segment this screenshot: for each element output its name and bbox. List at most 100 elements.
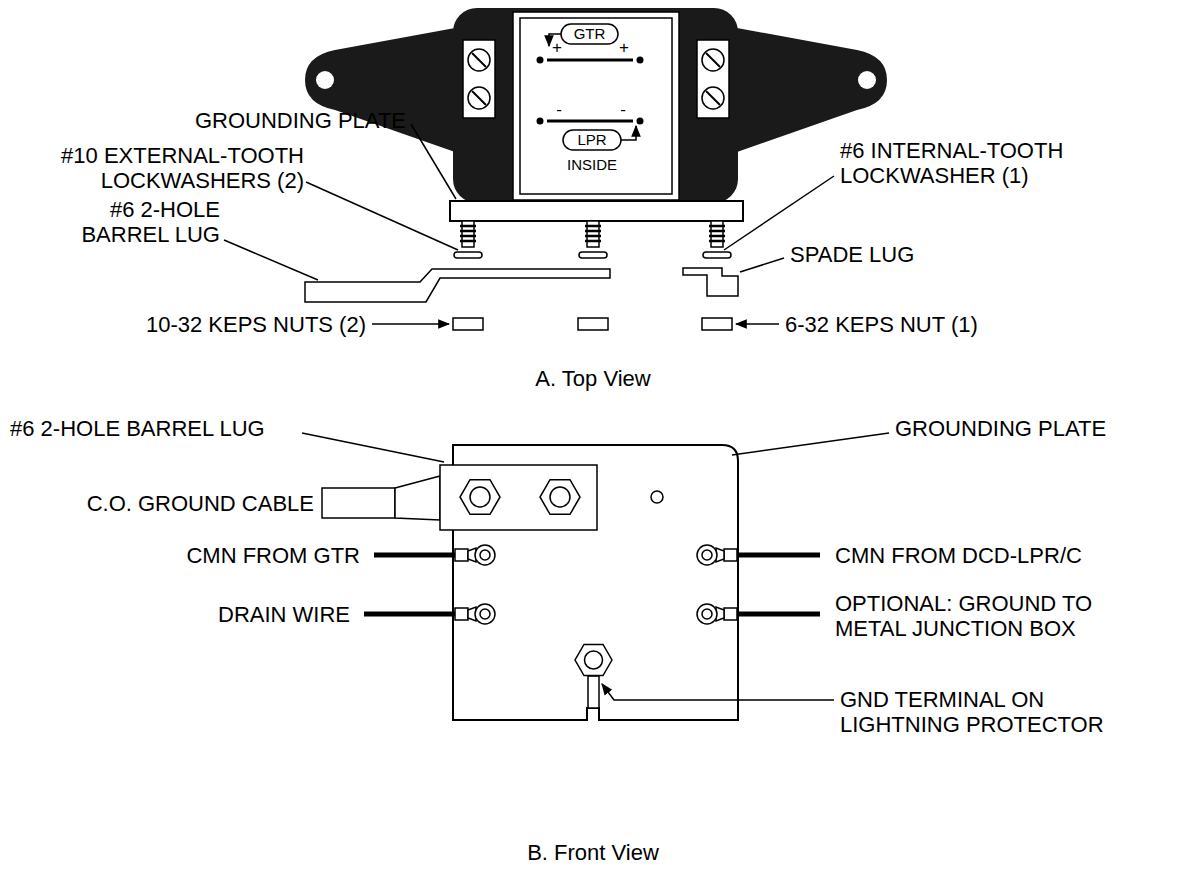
terminal-ring	[475, 545, 495, 565]
plate-hole	[651, 491, 663, 503]
leader-line	[740, 258, 784, 272]
leader-line	[411, 124, 456, 199]
grounding-plate	[450, 201, 743, 221]
gnd-stud	[588, 676, 599, 708]
keps-nut	[578, 318, 608, 330]
screw-head	[702, 49, 724, 71]
screw-block	[697, 40, 729, 118]
negative-bar	[547, 120, 633, 123]
part-label: DRAIN WIRE	[218, 602, 350, 627]
mounting-ear	[305, 28, 455, 152]
terminal-barrel	[724, 549, 737, 561]
wire	[374, 553, 456, 558]
hex-nut	[460, 480, 500, 515]
lug-barrel	[395, 476, 440, 520]
ring-terminals	[455, 545, 737, 624]
part-label: CMN FROM DCD-LPR/C	[835, 543, 1082, 568]
barrel-lug	[305, 269, 610, 302]
polarity-sign: -	[620, 100, 626, 120]
polarity-sign: +	[619, 38, 629, 58]
lockwasher	[703, 252, 731, 258]
panel-text: INSIDE	[567, 156, 617, 174]
polarity-sign: -	[556, 100, 562, 120]
tag-text: LPR	[577, 131, 606, 149]
leader-line	[302, 433, 444, 462]
view-caption: A. Top View	[535, 366, 650, 391]
terminal-screw	[702, 550, 712, 560]
lpr-arrow	[621, 126, 636, 140]
leader-arrow	[602, 684, 834, 700]
terminal-screw	[702, 609, 712, 619]
part-label: GND TERMINAL ON LIGHTNING PROTECTOR	[840, 687, 1160, 737]
studs	[460, 221, 725, 247]
terminal-ring	[475, 604, 495, 624]
gtr-tag	[561, 24, 618, 44]
terminal-neck	[468, 548, 724, 621]
spade-lug	[683, 268, 738, 296]
screw-slot	[706, 91, 720, 105]
label-panel-border	[520, 18, 672, 194]
label-panel	[513, 12, 679, 200]
terminal-dot	[537, 118, 544, 125]
terminal-barrel	[455, 549, 468, 561]
terminal-barrel	[724, 608, 737, 620]
terminal-dot	[537, 57, 544, 64]
ground-cable	[322, 488, 395, 518]
part-label: OPTIONAL: GROUND TO METAL JUNCTION BOX	[835, 591, 1155, 641]
stud-thread	[460, 226, 725, 241]
part-label: 10-32 KEPS NUTS (2)	[146, 312, 366, 337]
terminal-screw	[480, 609, 490, 619]
screw-block	[463, 40, 495, 118]
screw-head	[702, 87, 724, 109]
mounting-hole	[858, 71, 876, 89]
hex-nuts	[460, 480, 663, 708]
keps-nut	[702, 318, 732, 330]
screw-slot	[472, 53, 486, 67]
lpr-tag	[563, 130, 621, 150]
terminal-barrel	[455, 608, 468, 620]
leader-line	[306, 182, 458, 250]
terminal-dot	[637, 118, 644, 125]
part-label: #6 INTERNAL-TOOTH LOCKWASHER (1)	[840, 138, 1160, 188]
leader-line	[224, 240, 318, 280]
screw-head	[468, 87, 490, 109]
lockwasher	[454, 252, 482, 258]
leader-arrow	[372, 323, 449, 325]
part-label: SPADE LUG	[790, 242, 914, 267]
part-label: #6 2-HOLE BARREL LUG	[55, 197, 220, 247]
wires	[364, 555, 820, 614]
leader-line	[732, 433, 889, 455]
leader-line	[724, 176, 834, 250]
nut-bore	[470, 487, 490, 507]
top-leaders	[224, 124, 834, 324]
mounting-ear	[737, 28, 887, 152]
hex-nut	[575, 644, 612, 675]
wire	[364, 612, 456, 617]
protector-housing	[305, 8, 887, 203]
leader-arrow	[736, 323, 779, 325]
front-leaders	[302, 433, 889, 700]
mounting-hole	[316, 71, 334, 89]
tag-text: GTR	[574, 25, 606, 43]
hex-nut	[540, 480, 580, 515]
positive-bar	[547, 59, 633, 62]
lockwashers	[454, 252, 731, 258]
screw-slot	[706, 53, 720, 67]
wire	[736, 553, 820, 558]
lockwasher	[579, 252, 607, 258]
screw-head	[468, 49, 490, 71]
housing-body	[453, 8, 738, 203]
part-label: GROUNDING PLATE	[195, 108, 406, 133]
part-label: CMN FROM GTR	[186, 543, 360, 568]
terminal-ring	[697, 604, 717, 624]
terminal-ring	[697, 545, 717, 565]
part-label: GROUNDING PLATE	[895, 416, 1106, 441]
polarity-sign: +	[552, 38, 562, 58]
part-label: 6-32 KEPS NUT (1)	[785, 312, 978, 337]
nut-bore	[585, 651, 603, 669]
barrel-lug-front	[440, 465, 597, 530]
terminal-dot	[637, 57, 644, 64]
view-caption: B. Front View	[527, 840, 659, 865]
